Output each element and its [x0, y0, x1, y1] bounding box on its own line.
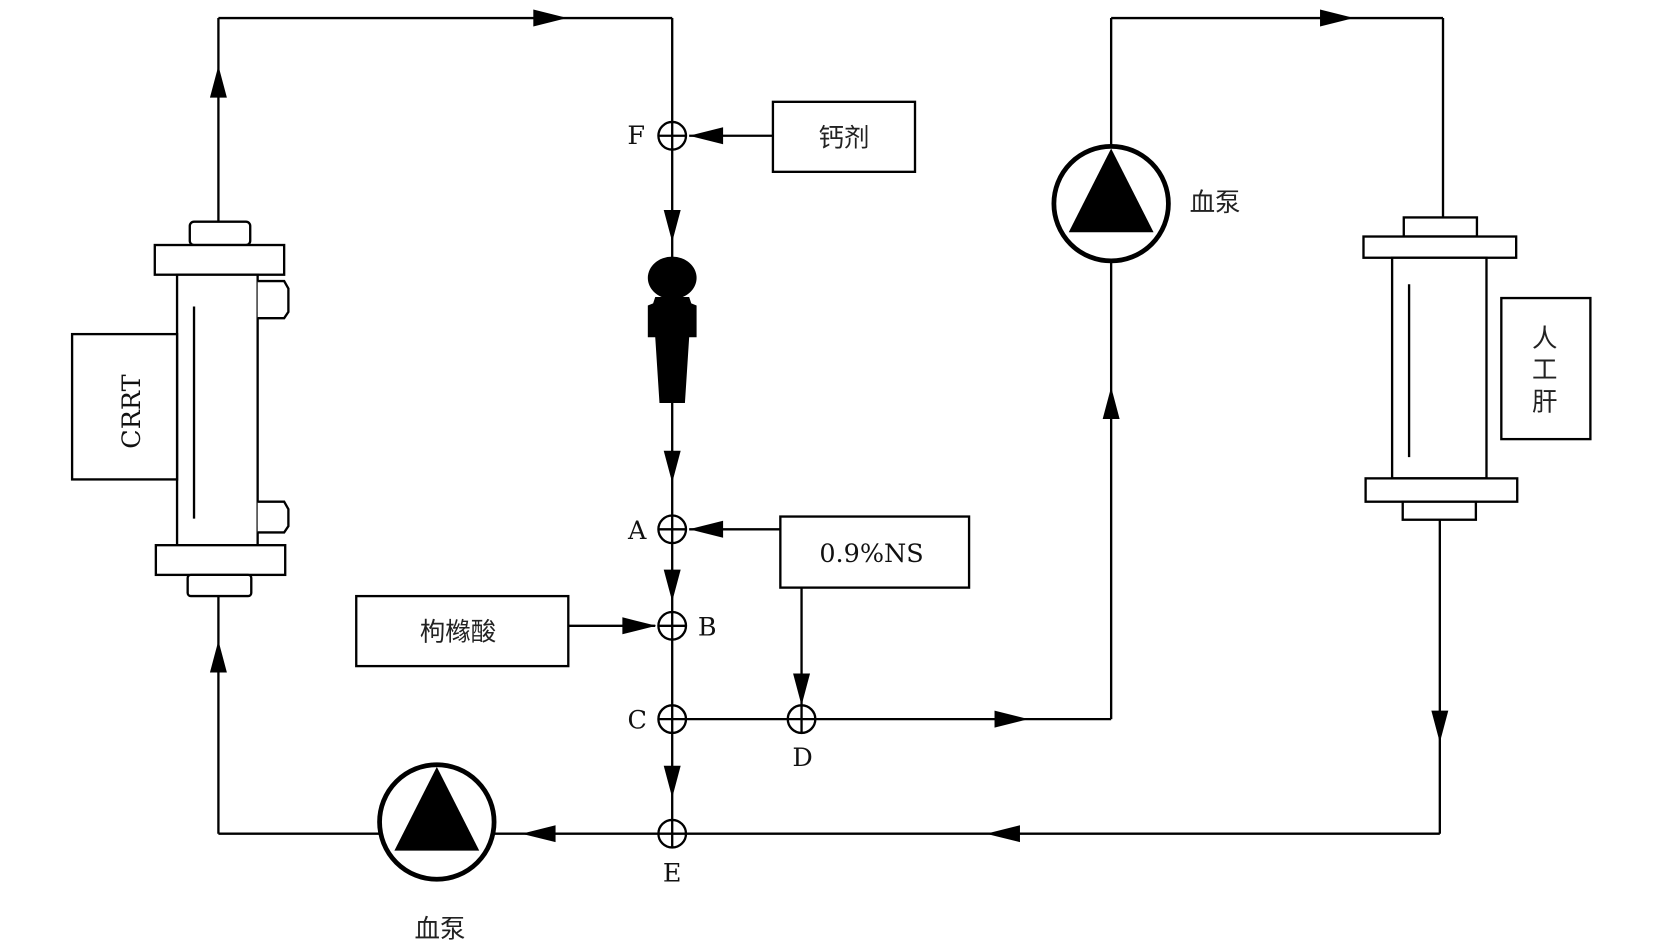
arrow-down-icon [793, 673, 811, 706]
artificial-liver-filter: 人 工 肝 [1362, 216, 1592, 521]
junction-a-label: A [627, 516, 647, 546]
junction-e: E [657, 818, 688, 888]
arrow-left-icon [689, 127, 724, 145]
calcium-label: 钙剂 [819, 123, 870, 153]
arrow-up-icon [209, 65, 227, 98]
flow-line-liver-to-e [683, 519, 1441, 835]
crrt-label: CRRT [117, 374, 147, 448]
patient-icon [647, 256, 697, 404]
junction-c-label: C [627, 706, 646, 736]
arrow-right-icon [994, 710, 1029, 728]
citrate-box: 枸橼酸 [355, 594, 570, 668]
blood-pump-top-label: 血泵 [1190, 188, 1241, 218]
arrow-left-icon [986, 825, 1020, 843]
junction-b-label: B [698, 612, 717, 642]
arrow-left-icon [689, 520, 724, 538]
blood-pump-bottom-label: 血泵 [415, 915, 466, 944]
junction-f-label: F [627, 121, 645, 151]
arrow-up-icon [1102, 387, 1120, 419]
calcium-box: 钙剂 [771, 100, 917, 173]
arrow-right-icon [533, 9, 568, 27]
junction-d: D [786, 704, 817, 773]
junction-b: B [657, 610, 717, 642]
arrow-left-icon [521, 825, 556, 843]
junction-d-label: D [792, 743, 812, 773]
junction-f: F [627, 120, 688, 151]
crrt-filter: CRRT [70, 220, 290, 598]
arrow-down-icon [663, 569, 681, 602]
arrow-down-icon [1431, 710, 1449, 743]
blood-pump-top: 血泵 [1051, 143, 1241, 264]
artificial-liver-label-2: 工 [1532, 356, 1557, 386]
junction-e-label: E [663, 858, 682, 888]
junction-a: A [627, 514, 688, 546]
saline-box: 0.9%NS [779, 515, 971, 589]
flow-line-pump-to-liver [1109, 16, 1445, 218]
arrow-down-icon [663, 765, 681, 798]
artificial-liver-label-3: 肝 [1532, 387, 1557, 417]
arrow-down-icon [663, 450, 681, 483]
arrow-up-icon [209, 640, 227, 673]
arrow-down-icon [663, 210, 681, 242]
junction-c: C [627, 704, 688, 736]
arrow-right-icon [622, 617, 657, 635]
arrow-right-icon [1320, 9, 1354, 27]
flow-line-c-to-pump [682, 263, 1113, 721]
citrate-label: 枸橼酸 [420, 618, 496, 648]
saline-label: 0.9%NS [819, 539, 923, 569]
artificial-liver-label-1: 人 [1532, 324, 1557, 354]
blood-pump-bottom: 血泵 [377, 762, 497, 944]
flow-line-crrt-out [217, 16, 674, 223]
